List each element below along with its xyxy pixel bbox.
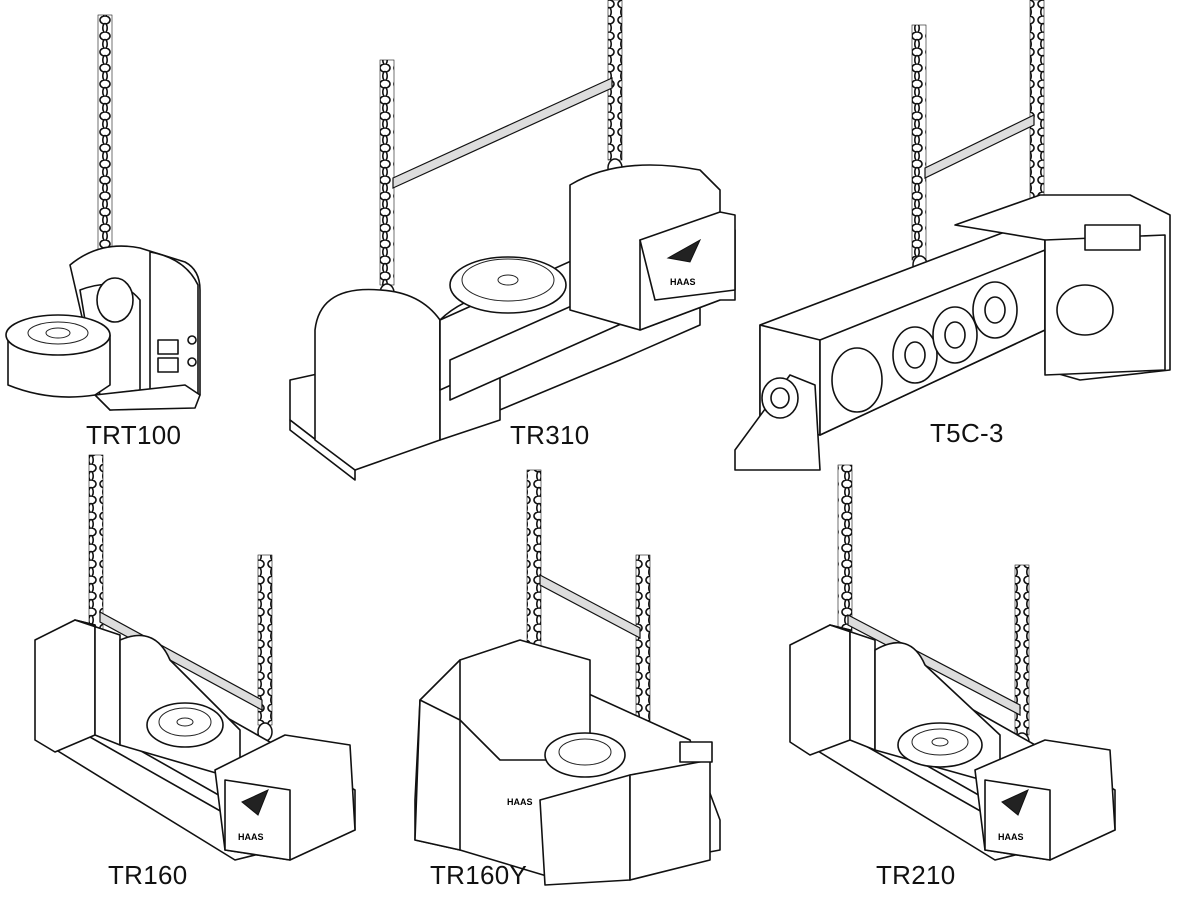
spreader-bar	[539, 574, 641, 639]
tr160-unit: HAAS	[34, 454, 356, 861]
haas-logo-text: HAAS	[238, 832, 264, 842]
chain-left	[379, 59, 395, 286]
chain-left	[526, 469, 542, 656]
tr210-unit: HAAS	[789, 464, 1116, 861]
chain-left	[911, 24, 927, 261]
trt100-unit	[5, 14, 201, 411]
label-t5c3: T5C-3	[930, 418, 1004, 448]
spreader-bar	[924, 114, 1035, 179]
haas-logo-text: HAAS	[670, 277, 696, 287]
label-tr210: TR210	[876, 860, 956, 890]
haas-logo-text: HAAS	[507, 797, 533, 807]
label-trt100: TRT100	[86, 420, 182, 450]
spreader-bar	[392, 77, 613, 189]
label-tr310: TR310	[510, 420, 590, 450]
haas-logo-text: HAAS	[998, 832, 1024, 842]
label-tr160: TR160	[108, 860, 188, 890]
spreader-bar	[847, 614, 1021, 716]
chain-right	[635, 554, 651, 736]
chain-right	[1029, 0, 1045, 201]
tr160y-unit: HAAS	[414, 469, 721, 886]
chain-left	[837, 464, 853, 641]
chain	[97, 14, 113, 256]
label-tr160y: TR160Y	[430, 860, 528, 890]
tr310-unit: HAAS	[289, 0, 736, 481]
t5c3-unit	[734, 0, 1171, 471]
